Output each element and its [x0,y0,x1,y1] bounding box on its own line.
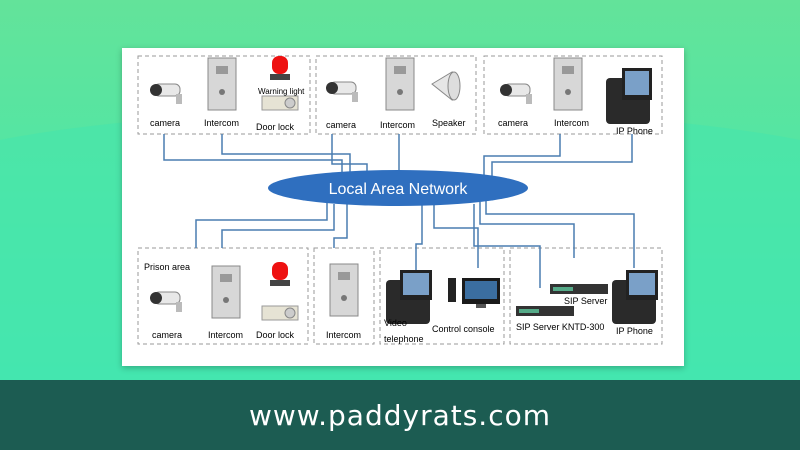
label-intercom: Intercom [204,118,239,128]
group-box-bottom-left [137,247,309,345]
label-telephone: telephone [384,334,424,344]
door-lock-device [261,95,299,111]
speaker-device [431,71,461,102]
group-box-bottom-right [509,247,663,345]
group-box-top-left [137,55,311,135]
label-sip-server-kntd: SIP Server KNTD-300 [516,322,604,332]
label-intercom-2: Intercom [380,120,415,130]
intercom-device-3 [553,57,583,111]
group-box-top-middle [315,55,477,135]
group-box-top-right [483,55,663,135]
camera-device-3 [500,83,532,104]
label-speaker: Speaker [432,118,466,128]
label-intercom-3: Intercom [554,118,589,128]
label-ip-phone-2: IP Phone [616,326,653,336]
camera-device-2 [326,81,358,102]
intercom-device-4 [211,265,241,319]
label-prison-area: Prison area [144,262,190,272]
label-camera-3: camera [498,118,528,128]
warning-light-device-2 [270,262,290,286]
network-diagram-card: Local Area Network camera Intercom Warni… [122,48,684,366]
label-intercom-5: Intercom [326,330,361,340]
footer-bar: www.paddyrats.com [0,380,800,450]
ip-phone-device [606,68,652,124]
label-door-lock: Door lock [256,122,295,132]
video-telephone-device [386,270,432,324]
label-camera-4: camera [152,330,182,340]
ip-phone-device-2 [612,270,658,324]
door-lock-device-2 [261,305,299,321]
group-box-bottom-mid2 [379,247,505,345]
label-warning-light: Warning light [258,87,305,96]
group-box-bottom-mid1 [313,247,375,345]
label-camera-2: camera [326,120,356,130]
label-camera: camera [150,118,180,128]
label-video: Video [384,318,407,328]
network-diagram: Local Area Network camera Intercom Warni… [137,55,663,345]
footer-url[interactable]: www.paddyrats.com [248,398,552,432]
camera-device [150,83,182,104]
label-control-console: Control console [432,324,495,334]
label-intercom-4: Intercom [208,330,243,340]
control-console-device [448,278,500,308]
intercom-device-5 [329,263,359,317]
warning-light-device [270,56,290,80]
intercom-device-2 [385,57,415,111]
label-sip-server: SIP Server [564,296,607,306]
sip-server-device [550,284,608,294]
label-ip-phone: IP Phone [616,126,653,136]
lan-label: Local Area Network [329,181,469,198]
camera-device-4 [150,291,182,312]
lan-ellipse [268,170,528,206]
intercom-device [207,57,237,111]
label-door-lock-2: Door lock [256,330,295,340]
sip-server-kntd-device [516,306,574,316]
